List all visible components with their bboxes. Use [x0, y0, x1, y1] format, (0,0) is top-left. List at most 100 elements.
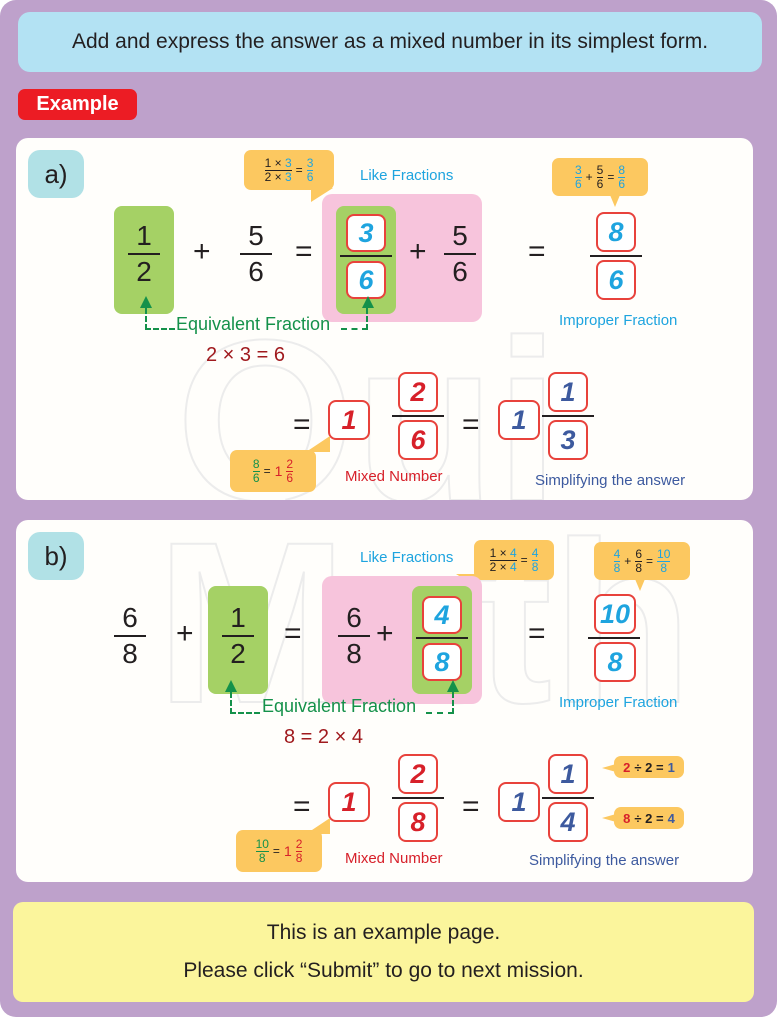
plus-sign-b: +: [176, 617, 194, 650]
text-span: 4: [531, 545, 539, 560]
text-span: [295, 850, 303, 852]
text-span: [531, 559, 539, 561]
text-span: 8: [618, 162, 626, 177]
improper-denominator-box-b: 8: [594, 642, 636, 682]
text-span: +: [624, 554, 632, 568]
text-span: =: [263, 464, 271, 478]
text-span: 2: [410, 758, 426, 789]
text-span: 10: [599, 598, 631, 629]
example-panel-b: Math b) Like Fractions 1 × 4 2 × 4 = 48 …: [16, 520, 753, 882]
improper-numerator-box: 8: [596, 212, 636, 252]
text-span: +: [585, 170, 593, 184]
equals-sign-4: =: [293, 408, 311, 441]
text-span: 1: [283, 843, 292, 859]
text-span: 6: [596, 176, 604, 191]
part-label-a-text: a): [44, 158, 68, 189]
text-span: 6: [618, 176, 626, 191]
simplified-denominator-box: 3: [548, 420, 588, 460]
text-span: [252, 470, 260, 472]
fraction-bar: [542, 415, 594, 417]
text-span: =: [607, 170, 615, 184]
text-span: 3: [306, 155, 314, 170]
text-span: [114, 635, 146, 637]
text-span: 5: [596, 162, 604, 177]
text-span: 6: [122, 602, 138, 633]
text-span: [489, 559, 517, 561]
mixed-whole-box-b: 1: [328, 782, 370, 822]
text-span: 10: [255, 836, 269, 851]
equals-sign: =: [295, 235, 313, 268]
bubble-tail-2: [610, 195, 620, 207]
simplified-numerator-box: 1: [548, 372, 588, 412]
text-span: 4: [509, 559, 517, 574]
text-span: 8: [346, 638, 362, 669]
text-span: 1 × 4 2 × 4: [489, 546, 517, 574]
text-span: 3: [574, 162, 582, 177]
text-span: [128, 253, 160, 255]
text-span: 4: [613, 546, 621, 561]
dashed-connector-2: [341, 308, 368, 330]
dashed-connector-4: [426, 692, 454, 714]
text-span: 1: [667, 759, 675, 775]
plus-sign-b2: +: [376, 617, 394, 650]
text-span: 6: [248, 256, 264, 287]
mixed-number-label-a: Mixed Number: [345, 468, 443, 485]
plus-sign: +: [193, 235, 211, 268]
text-span: 6: [452, 256, 468, 287]
mixed-numerator-box: 2: [398, 372, 438, 412]
text-span: 2: [623, 759, 631, 775]
text-span: 10: [657, 546, 671, 561]
text-span: [618, 176, 626, 178]
text-span: 8: [258, 850, 266, 865]
converted-numerator-box-b: 4: [422, 596, 462, 634]
instruction-banner: Add and express the answer as a mixed nu…: [18, 12, 762, 72]
example-badge: Example: [18, 89, 137, 120]
text-span: 5: [248, 220, 264, 251]
text-span: 8: [410, 806, 426, 837]
part-label-b: b): [28, 532, 84, 580]
text-span: 8: [607, 646, 623, 677]
text-span: [635, 560, 642, 562]
arrow-up-icon-3: [225, 680, 237, 692]
equals-sign-b4: =: [293, 790, 311, 823]
text-span: 1 × 4: [490, 546, 517, 560]
text-span: 6: [358, 264, 374, 295]
text-span: 6: [252, 470, 260, 485]
bubble-tail-5: [635, 579, 645, 591]
fraction-bar: [416, 637, 468, 639]
equals-sign-b5: =: [462, 790, 480, 823]
multiplication-note-a: 2 × 3 = 6: [206, 344, 285, 366]
text-span: [255, 850, 269, 852]
footer-line-1: This is an example page.: [266, 921, 501, 944]
numerator-division-bubble: 2÷ 2 =1: [614, 756, 684, 778]
bubble-tail-3: [306, 436, 330, 452]
bubble-tail-8: [602, 814, 616, 822]
highlight-box-b: [208, 586, 268, 694]
text-span: [574, 176, 582, 178]
arrow-up-icon-2: [362, 296, 374, 308]
text-span: =: [646, 554, 654, 568]
text-span: 1: [511, 786, 527, 817]
equivalent-fraction-label-a: Equivalent Fraction: [176, 314, 331, 334]
text-span: 3: [284, 169, 292, 184]
text-span: 2 × 4: [490, 559, 517, 574]
text-span: =: [520, 553, 528, 567]
text-span: 1: [341, 786, 357, 817]
mixed-whole-box: 1: [328, 400, 370, 440]
text-span: [596, 176, 604, 178]
mixed-number-label-b: Mixed Number: [345, 850, 443, 867]
multiplication-note-b: 8 = 2 × 4: [284, 726, 363, 748]
text-span: ÷ 2 =: [634, 759, 664, 775]
